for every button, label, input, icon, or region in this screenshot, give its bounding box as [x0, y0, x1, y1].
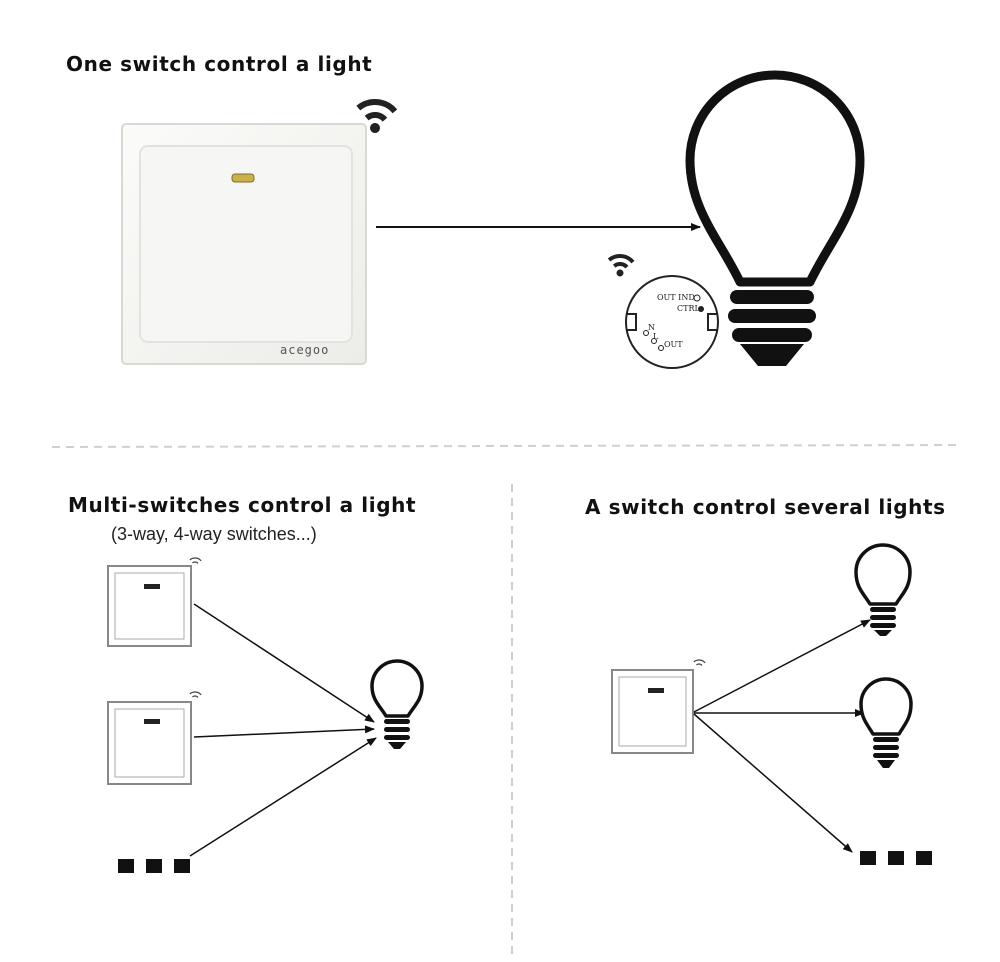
light-bulb-icon: [859, 677, 913, 768]
arrow-icon: [693, 619, 871, 713]
arrow-icon: [193, 603, 375, 723]
wifi-signal-icon: [693, 659, 706, 666]
ellipsis-squares-icon: [860, 851, 932, 865]
top-section-title: One switch control a light: [66, 52, 373, 76]
wall-switch-icon: [107, 701, 192, 785]
arrow-icon: [193, 725, 375, 738]
switch-brand-label: acegoo: [280, 343, 330, 357]
wifi-signal-icon: [189, 557, 202, 564]
arrow-icon: [189, 737, 377, 857]
wall-switch-icon: [611, 669, 694, 754]
wifi-signal-icon: [356, 99, 398, 133]
light-bulb-icon: [685, 70, 865, 366]
bottom-left-section-title: Multi-switches control a light: [68, 493, 417, 517]
module-label-out: OUT: [664, 340, 683, 349]
wall-switch-icon: [107, 565, 192, 647]
module-label-ctrl: CTRL: [677, 304, 700, 313]
wifi-signal-icon: [189, 691, 202, 698]
module-label-out-ind: OUT IND: [657, 293, 695, 302]
wifi-signal-icon: [607, 254, 635, 277]
light-bulb-icon: [854, 543, 912, 636]
ellipsis-squares-icon: [118, 859, 190, 873]
receiver-module: OUT IND CTRL N L OUT: [625, 275, 719, 369]
light-bulb-icon: [370, 659, 424, 749]
wall-switch-icon: [121, 123, 367, 365]
horizontal-divider: [51, 444, 959, 448]
bottom-right-section-title: A switch control several lights: [585, 495, 946, 519]
arrow-icon: [693, 713, 853, 853]
module-label-n: N: [648, 323, 655, 332]
module-label-l: L: [653, 332, 659, 341]
bottom-left-section-subtitle: (3-way, 4-way switches...): [111, 524, 317, 544]
indicator-led: [231, 173, 255, 183]
